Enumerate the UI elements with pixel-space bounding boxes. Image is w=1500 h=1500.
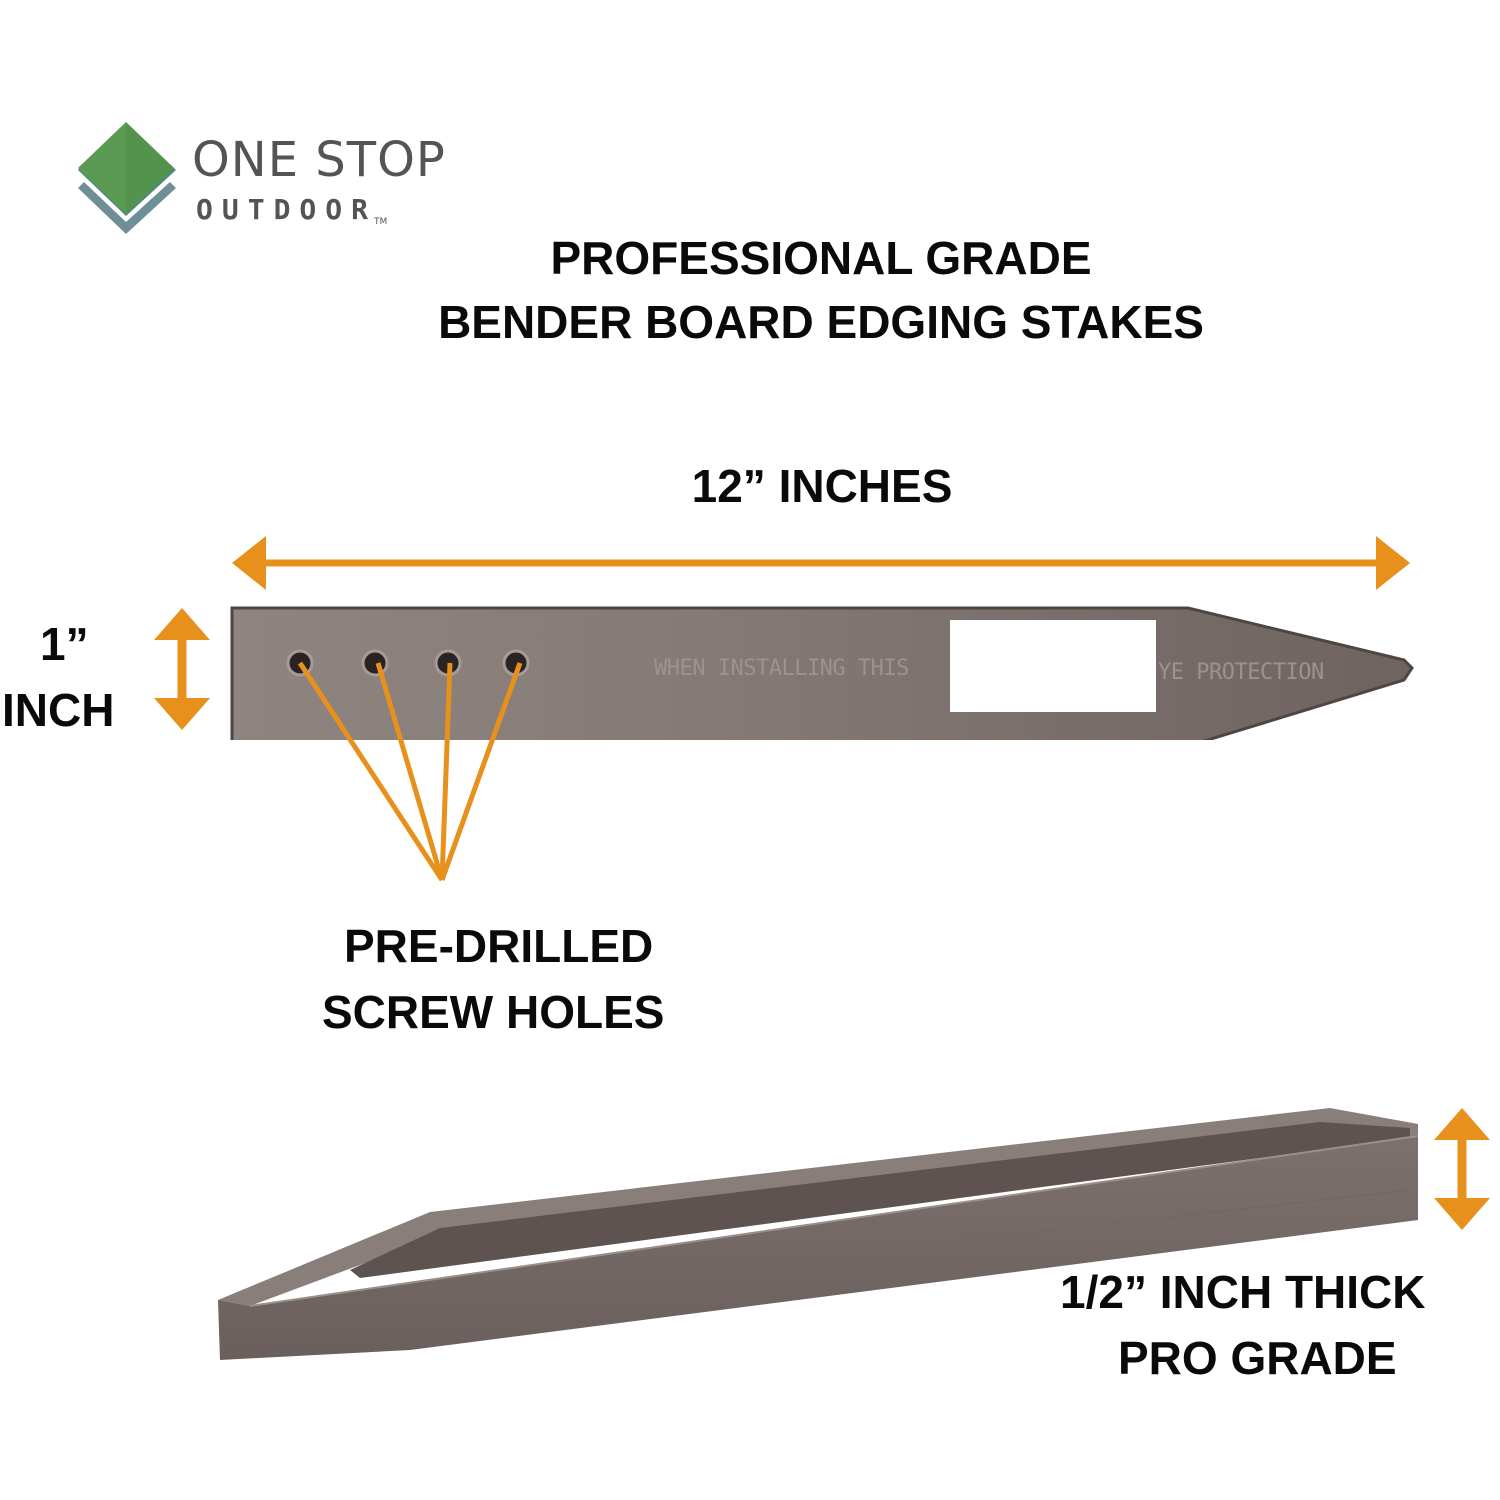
layered-diamond-icon (78, 122, 176, 234)
headline-line-1: PROFESSIONAL GRADE (550, 232, 1092, 284)
brand-trademark: TM (374, 217, 388, 227)
embossed-text-right: YE PROTECTION (1158, 660, 1324, 685)
stake-side-view (218, 1108, 1419, 1360)
headline-line-2: BENDER BOARD EDGING STAKES (438, 296, 1204, 348)
vertical-double-arrow-icon (154, 608, 210, 730)
brand-logo: ONE STOP OUTDOOR TM (78, 122, 498, 262)
thickness-label-line-1: 1/2” INCH THICK (1060, 1266, 1426, 1318)
hole-callout-lines (297, 661, 523, 882)
brand-subname: OUTDOOR (196, 193, 378, 226)
holes-callout-line-2: SCREW HOLES (322, 986, 665, 1038)
thickness-arrow-icon (1434, 1108, 1490, 1230)
length-label: 12” INCHES (691, 460, 953, 512)
embossed-text-left: WHEN INSTALLING THIS (654, 656, 909, 681)
width-value: 1” (40, 618, 89, 670)
thickness-label-line-2: PRO GRADE (1118, 1332, 1397, 1384)
brand-name: ONE STOP (192, 132, 446, 188)
holes-callout-line-1: PRE-DRILLED (344, 920, 654, 972)
width-unit: INCH (2, 684, 115, 736)
horizontal-double-arrow-icon (232, 536, 1410, 590)
